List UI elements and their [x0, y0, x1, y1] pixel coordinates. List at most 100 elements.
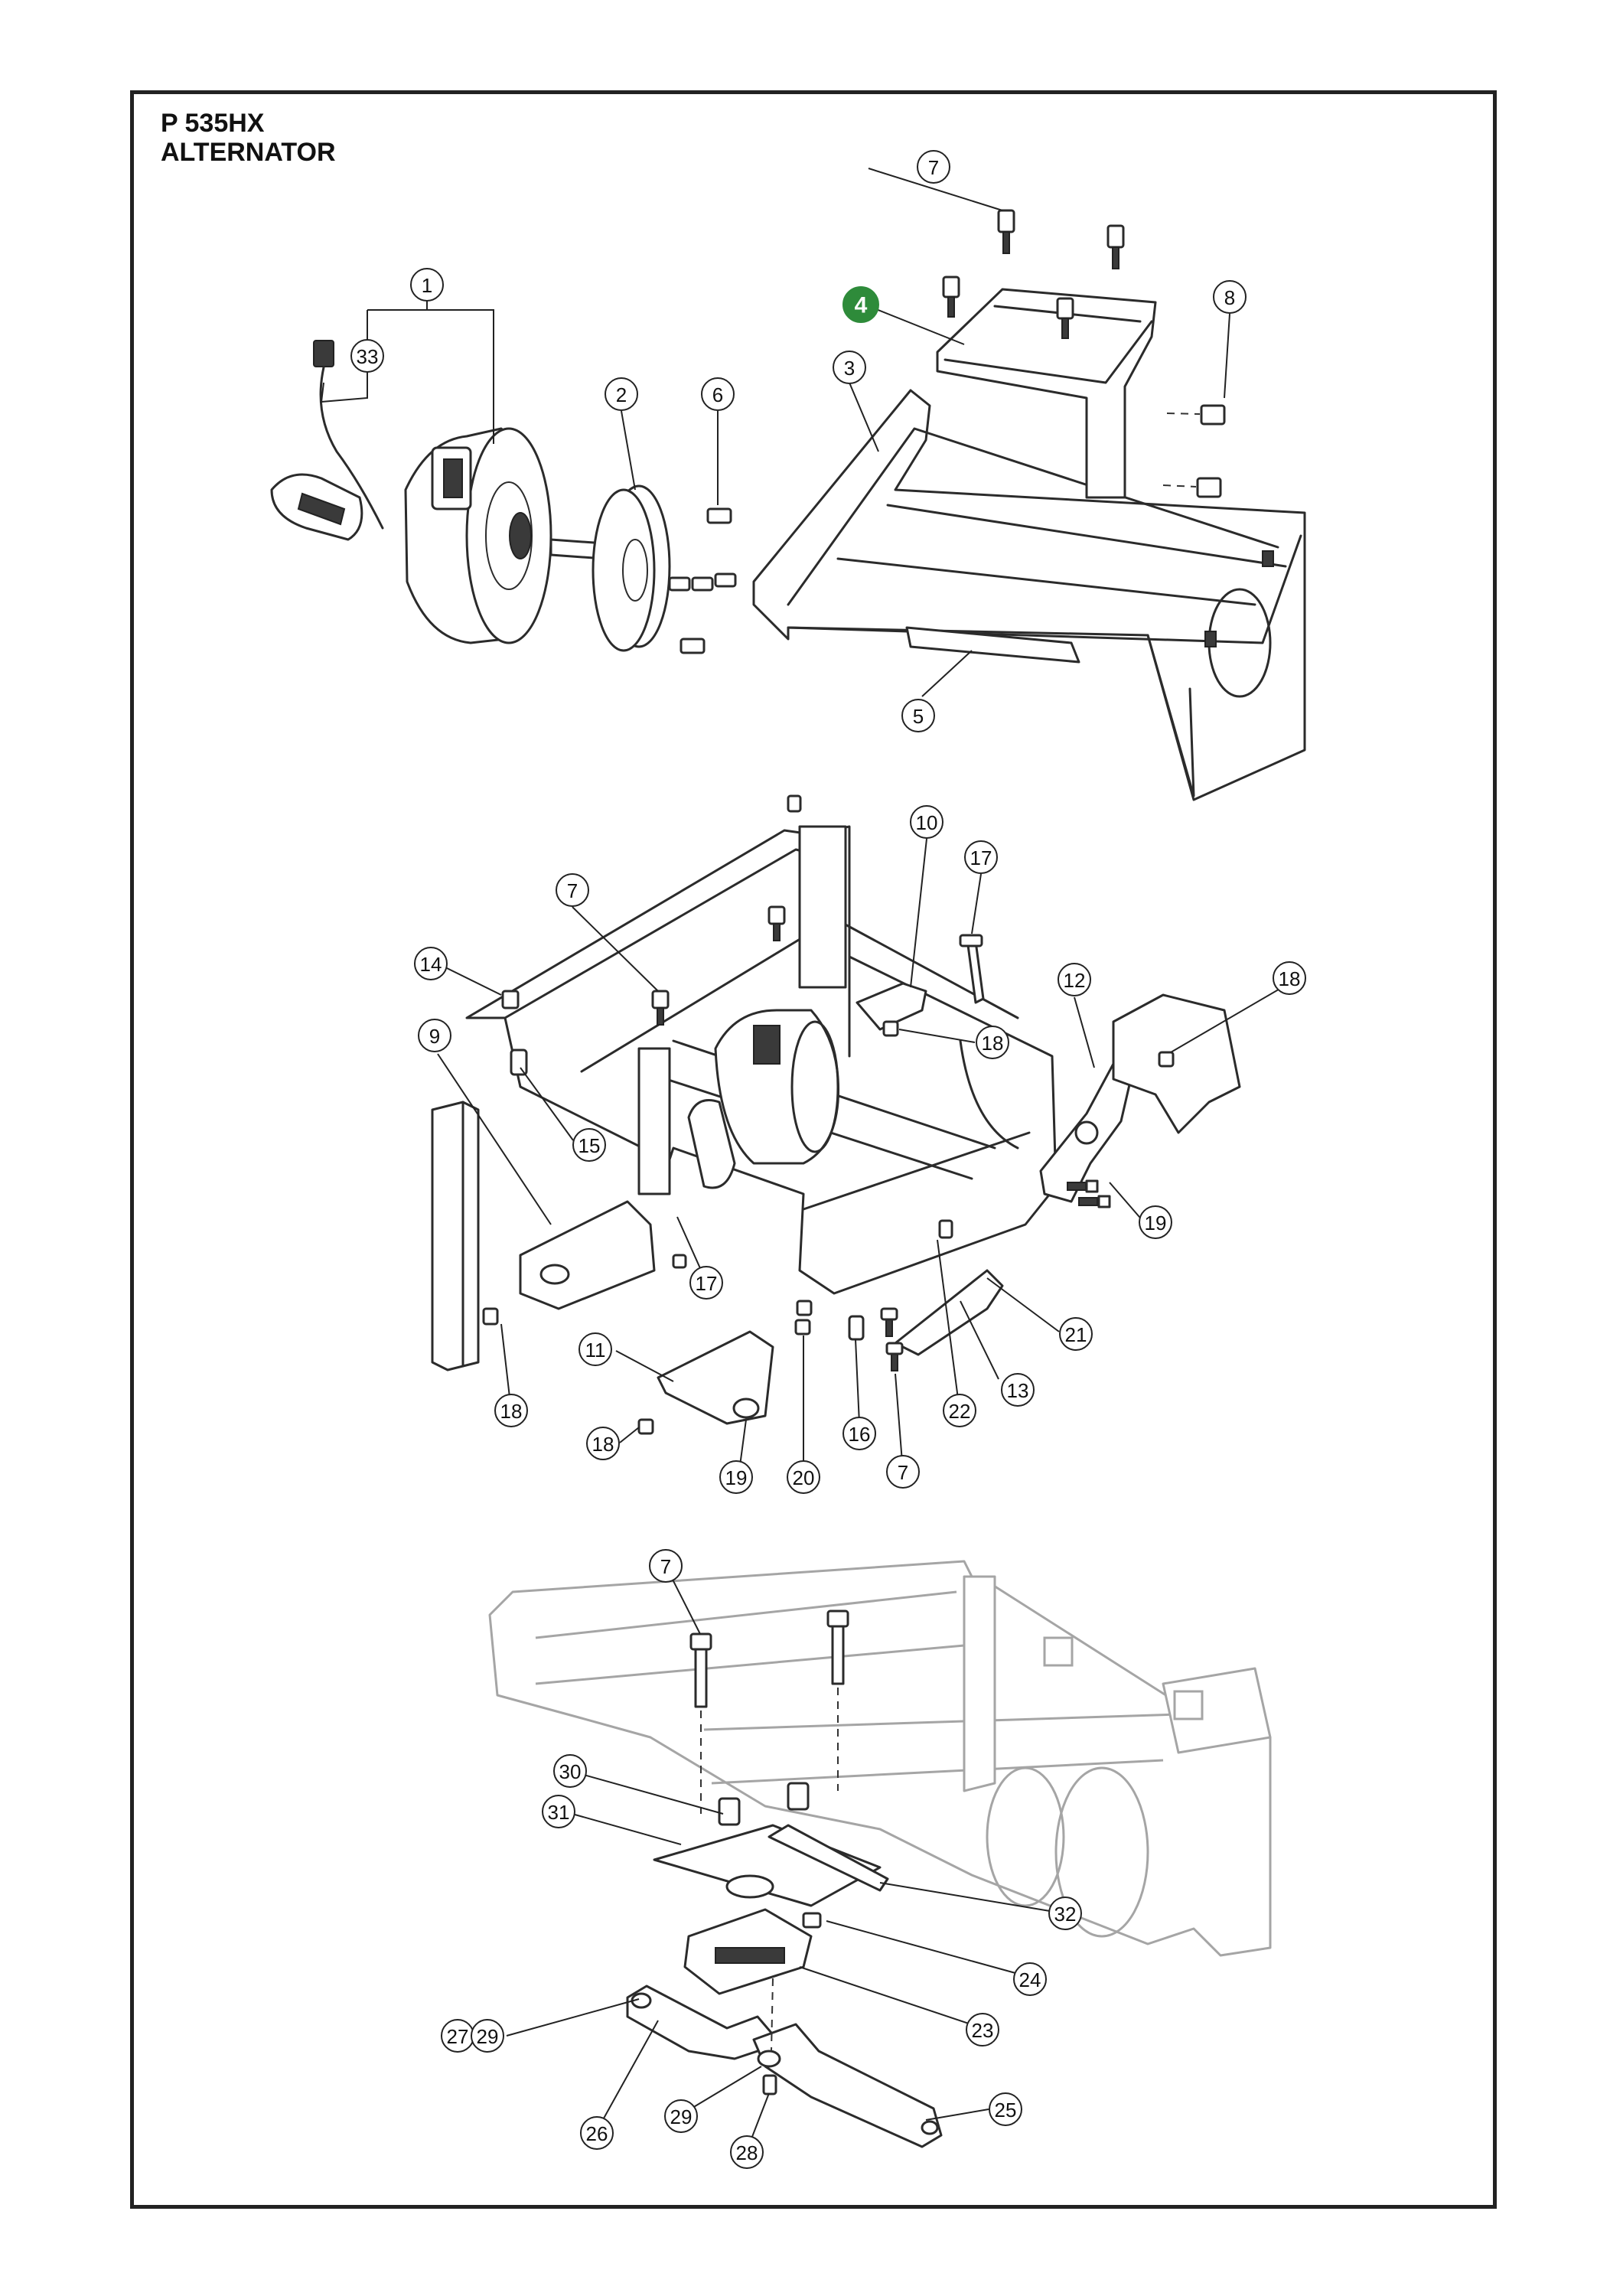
- callout-label: 7: [567, 879, 578, 902]
- callout-circle: [542, 1795, 575, 1828]
- callout-label: 29: [670, 2105, 693, 2128]
- callout-26: 26: [580, 2116, 614, 2150]
- callout-21: 21: [1059, 1317, 1093, 1351]
- connector-cable-part: [270, 340, 384, 541]
- callout-17: 17: [964, 840, 998, 874]
- callout-circle: [1058, 963, 1091, 996]
- callout-circle: [553, 1754, 587, 1788]
- alternator-part: [404, 427, 606, 644]
- callout-label: 31: [548, 1801, 570, 1824]
- callout-label: 25: [995, 2099, 1017, 2122]
- callout-11: 11: [578, 1332, 612, 1366]
- callout-label: 19: [725, 1466, 748, 1489]
- callout-label: 4: [855, 293, 868, 318]
- callout-circle: [910, 805, 943, 839]
- adapter-disc-part: [592, 484, 671, 652]
- callout-label: 28: [736, 2141, 758, 2164]
- callout-label: 17: [696, 1272, 718, 1295]
- callout-label: 9: [429, 1025, 440, 1048]
- callout-circle: [964, 840, 998, 874]
- callout-label: 13: [1007, 1379, 1029, 1402]
- callout-circle: [471, 2019, 504, 2053]
- drawing-border: [130, 90, 1497, 2209]
- callout-circle: [556, 873, 589, 907]
- callout-7: 7: [917, 150, 950, 184]
- callout-label: 18: [592, 1433, 614, 1456]
- callout-30: 30: [553, 1754, 587, 1788]
- callout-label: 14: [420, 953, 442, 976]
- callout-label: 7: [898, 1461, 908, 1484]
- callout-label: 17: [970, 846, 992, 869]
- bracket-part: [936, 288, 1157, 499]
- callout-label: 30: [559, 1760, 582, 1783]
- callout-circle: [605, 377, 638, 411]
- lower-plate-13-part: [894, 1269, 1004, 1356]
- callout-17: 17: [689, 1266, 723, 1300]
- callout-circle: [976, 1026, 1009, 1059]
- callout-circle: [787, 1460, 820, 1494]
- mid-alternator-part: [687, 1009, 840, 1189]
- callout-label: 29: [477, 2025, 499, 2048]
- callout-32: 32: [1048, 1896, 1082, 1930]
- faded-frame-part: [488, 1560, 1272, 1957]
- callout-circle: [886, 1455, 920, 1489]
- leader-lines: [320, 168, 1296, 2151]
- callout-label: 8: [1224, 286, 1235, 309]
- callout-label: 10: [916, 811, 938, 834]
- callout-label: 11: [585, 1339, 606, 1362]
- callout-33: 33: [350, 339, 384, 373]
- bottom-bracket-11-part: [657, 1330, 774, 1425]
- callout-circle: [833, 351, 866, 384]
- callout-13: 13: [1001, 1373, 1035, 1407]
- callout-circle: [1139, 1205, 1172, 1239]
- callout-18: 18: [586, 1427, 620, 1460]
- callout-circle: [410, 268, 444, 302]
- bracket-10-part: [855, 982, 927, 1031]
- bolt-set-8: [1162, 404, 1226, 498]
- callout-label: 22: [949, 1400, 971, 1423]
- callout-circle: [917, 150, 950, 184]
- callout-circle: [1013, 1962, 1047, 1996]
- callout-label: 12: [1064, 969, 1086, 992]
- callout-circle: [966, 2013, 999, 2047]
- fasteners-29-28: [757, 1978, 781, 2095]
- callout-circle: [418, 1019, 451, 1052]
- upright-post-part: [431, 1101, 499, 1371]
- mid-bolts: [501, 794, 985, 1026]
- callout-circle: [842, 1417, 876, 1450]
- callout-23: 23: [966, 2013, 999, 2047]
- callout-31: 31: [542, 1795, 575, 1828]
- callout-circle: [494, 1394, 528, 1427]
- callout-19: 19: [1139, 1205, 1172, 1239]
- bolt-set-7-mid: [880, 1307, 904, 1371]
- callout-9: 9: [418, 1019, 451, 1052]
- callout-circle: [901, 699, 935, 732]
- callout-24: 24: [1013, 1962, 1047, 1996]
- callout-label: 32: [1054, 1903, 1077, 1926]
- alternator-frame-part: [752, 389, 1306, 801]
- callout-label: 24: [1019, 1968, 1041, 1991]
- callout-circle: [689, 1266, 723, 1300]
- long-bolts-7: [689, 1609, 849, 1814]
- callout-27: 27: [441, 2019, 474, 2053]
- callout-label: 7: [928, 156, 939, 179]
- callout-label: 3: [844, 357, 855, 380]
- callout-label: 5: [913, 705, 924, 728]
- mid-assembly-group: [431, 794, 1241, 1435]
- callout-14: 14: [414, 947, 448, 980]
- callout-label: 16: [849, 1423, 871, 1446]
- callout-circle: [1001, 1373, 1035, 1407]
- callout-label: 7: [660, 1555, 671, 1578]
- callout-label: 21: [1065, 1323, 1087, 1346]
- callout-circle: [730, 2135, 764, 2169]
- callout-label: 19: [1145, 1212, 1167, 1234]
- callout-label: 2: [616, 383, 627, 406]
- callout-circle: [586, 1427, 620, 1460]
- callout-circle: [719, 1460, 753, 1494]
- callout-label: 33: [357, 345, 379, 368]
- callout-circle: [578, 1332, 612, 1366]
- callout-label: 27: [447, 2025, 469, 2048]
- callout-6: 6: [701, 377, 735, 411]
- callout-label: 15: [578, 1134, 601, 1157]
